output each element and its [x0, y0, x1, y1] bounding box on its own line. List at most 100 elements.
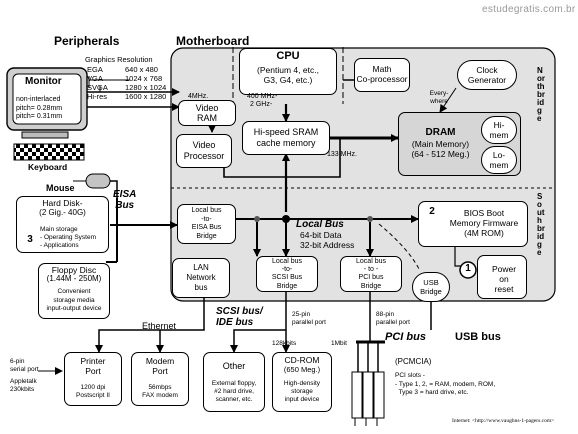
cdrom-title: CD-ROM	[284, 355, 320, 365]
freq-4mhz: 4MHz.	[188, 93, 209, 100]
cdrom-desc: High-density storage input device	[283, 380, 321, 403]
mouse-shape	[85, 173, 111, 189]
printer-port-title: Printer Port	[80, 356, 106, 376]
everywhere-label: Every- where	[429, 90, 449, 105]
himem-label: Hi- mem	[489, 120, 509, 140]
hard-disk-box	[16, 196, 109, 253]
local-bus-data: 64-bit Data	[300, 230, 342, 240]
scsi-bridge-box	[256, 256, 318, 292]
dram-sub: (Main Memory) (64 - 512 Meg.)	[411, 139, 470, 159]
bios-box	[418, 201, 528, 247]
northbridge-label: Northbridge	[537, 66, 545, 123]
monitor-line1: non-interlaced	[16, 96, 61, 103]
pcmcia-title: (PCMCIA)	[395, 357, 432, 366]
sram-cache-box	[242, 121, 330, 155]
scsi-bridge-label: Local bus -to- SCSI Bus Bridge	[271, 258, 303, 290]
serial-port-label: 6-pin serial port	[10, 358, 39, 373]
appletalk-label: Appletalk 230kbits	[10, 378, 37, 393]
floppy-box	[38, 263, 110, 319]
hard-disk-desc: Main storage - Operating System - Applic…	[40, 226, 96, 249]
pci-slot	[362, 371, 374, 419]
monitor-line3: pitch= 0.31mm	[16, 113, 63, 120]
pcmcia-desc: PCI slots - - Type 1, 2, = RAM, modem, R…	[395, 372, 496, 396]
kbits128-label: 128kbits	[272, 340, 297, 347]
pci-slot	[351, 371, 363, 419]
hard-disk-size: (2 Gig.- 40G)	[39, 208, 86, 217]
footer-credit: Internet: <http://www.vaughns-1-pagers.c…	[452, 418, 555, 424]
freq-2ghz: 2 GHz-	[250, 101, 273, 108]
clock-generator-label: Clock Generator	[467, 65, 507, 85]
southbridge-label: Southbridge	[537, 192, 545, 257]
eisa-bridge-label: Local bus -to- EISA Bus Bridge	[191, 207, 222, 240]
clock-generator-box	[457, 60, 517, 90]
peripherals-heading: Peripherals	[54, 34, 120, 48]
monitor-title: Monitor	[25, 76, 62, 87]
dram-title: DRAM	[425, 127, 456, 138]
local-bus-address: 32-bit Address	[300, 240, 355, 250]
usb-bridge-box	[412, 272, 450, 302]
lomem-label: Lo- mem	[489, 150, 509, 170]
pci-bus-label: PCI bus	[385, 331, 426, 343]
junction-dot	[282, 215, 290, 223]
other-title: Other	[222, 361, 246, 371]
mbit1-label: 1Mbit	[331, 340, 347, 347]
other-box	[203, 352, 265, 412]
mouse-label: Mouse	[46, 183, 75, 193]
lomem-box	[481, 146, 517, 174]
sram-cache-label: Hi-speed SRAM cache memory	[253, 127, 319, 148]
floppy-title: Floppy Disc	[51, 265, 97, 275]
printer-port-desc: 1200 dpi Postscript II	[76, 384, 110, 399]
junction-dot	[367, 216, 373, 222]
keyboard-label: Keyboard	[28, 162, 68, 172]
pci-slot	[373, 371, 385, 419]
freq-400mhz: 400 MHz-	[247, 93, 278, 100]
local-bus-title: Local Bus	[296, 219, 344, 230]
modem-port-box	[131, 352, 189, 406]
himem-box	[481, 116, 517, 144]
ethernet-label: Ethernet	[142, 321, 177, 331]
power-number: 1	[465, 263, 471, 274]
floppy-desc: Convenient storage media input-output de…	[46, 288, 102, 312]
keyboard-shape	[13, 143, 85, 161]
pin25-label: 25-pin parallel port	[292, 311, 326, 326]
pci-bridge-box	[340, 256, 402, 292]
video-ram-box	[178, 100, 236, 126]
printer-port-box	[64, 352, 122, 406]
monitor-screen	[12, 73, 82, 125]
lan-box	[172, 258, 230, 298]
modem-port-title: Modem Port	[145, 356, 175, 376]
cpu-sub: (Pentium 4, etc., G3, G4, etc.)	[257, 65, 319, 85]
video-ram-label: Video RAM	[195, 103, 219, 123]
hard-disk-title: Hard Disk-	[42, 198, 83, 208]
pci-bridge-label: Local bus - to - PCI bus Bridge	[356, 258, 386, 290]
junction-dot	[254, 216, 260, 222]
bios-number: 2	[429, 206, 435, 217]
watermark: estudegratis.com.br	[482, 4, 576, 15]
eisa-bus-label: EISA Bus	[113, 189, 137, 211]
power-number-circle	[459, 261, 477, 279]
scsi-ide-bus-label: SCSI bus/ IDE bus	[216, 306, 263, 328]
cdrom-box	[272, 352, 332, 412]
floppy-size: (1.44M - 250M)	[46, 274, 102, 283]
monitor-line2: pitch= 0.28mm	[16, 105, 63, 112]
cpu-box	[239, 48, 337, 95]
eisa-bridge-box	[177, 204, 236, 244]
lan-label: LAN Network bus	[186, 263, 216, 292]
other-desc: External floppy, #2 hard drive, scanner,…	[211, 380, 257, 403]
math-coprocessor-box	[354, 58, 410, 92]
graphics-title: Graphics Resolution	[85, 55, 153, 64]
usb-bus-label: USB bus	[455, 331, 501, 343]
hard-disk-number: 3	[27, 234, 33, 245]
freq-133mhz: 133 MHz.	[327, 151, 357, 158]
usb-bridge-label: USB Bridge	[420, 278, 442, 296]
math-coprocessor-label: Math Co-processor	[356, 64, 408, 84]
power-reset-box	[477, 255, 527, 299]
cdrom-size: (650 Meg.)	[283, 365, 321, 374]
bios-label: BIOS Boot Memory Firmware (4M ROM)	[449, 208, 519, 238]
